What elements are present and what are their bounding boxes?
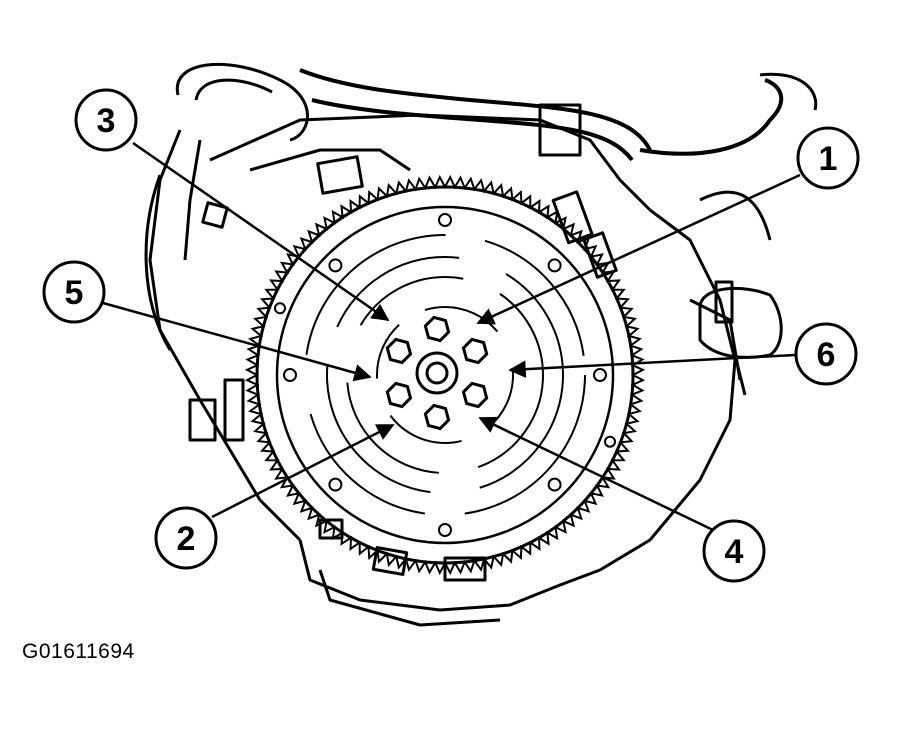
leader-5 [102, 301, 372, 382]
callout-leaders [102, 141, 801, 532]
callout-5: 5 [42, 260, 106, 324]
flywheel-hole [547, 477, 562, 492]
flywheel-holes [274, 213, 616, 537]
flywheel-hole [438, 523, 452, 537]
hex-bolt [385, 337, 413, 365]
flywheel-outer-rim [255, 185, 635, 565]
flywheel-bolts [385, 315, 489, 431]
hex-bolt [423, 403, 451, 431]
flywheel-hole [547, 258, 562, 273]
crankshaft-hub [415, 351, 459, 395]
engine-outline [144, 62, 818, 627]
flywheel-hole [604, 435, 616, 448]
callout-label-2: 2 [177, 520, 196, 558]
callout-label-5: 5 [65, 274, 84, 312]
leader-6 [508, 353, 796, 378]
callout-1: 1 [796, 126, 860, 190]
flywheel-inner-rim [275, 205, 615, 545]
leader-3 [132, 141, 390, 322]
callout-6: 6 [794, 322, 858, 386]
callout-2: 2 [154, 506, 218, 570]
flywheel-hole [283, 368, 297, 382]
flywheel-hole [274, 302, 286, 315]
flywheel [244, 174, 646, 576]
flywheel-hole [593, 368, 607, 382]
callout-label-1: 1 [819, 140, 838, 178]
callout-label-6: 6 [817, 336, 836, 374]
figure-id-label: G01611694 [22, 640, 135, 663]
hex-bolt [385, 381, 413, 409]
leader-1 [476, 173, 801, 325]
leader-4 [478, 416, 714, 532]
flywheel-hole [328, 258, 343, 273]
callout-label-3: 3 [97, 102, 116, 140]
leader-2 [211, 423, 395, 519]
flywheel-hole [438, 213, 452, 227]
hex-bolt [423, 315, 451, 343]
hex-bolt [461, 381, 489, 409]
callout-3: 3 [74, 88, 138, 152]
callout-4: 4 [702, 519, 766, 583]
flywheel-hole [328, 477, 343, 492]
hex-bolt [461, 337, 489, 365]
callout-label-4: 4 [725, 533, 744, 571]
